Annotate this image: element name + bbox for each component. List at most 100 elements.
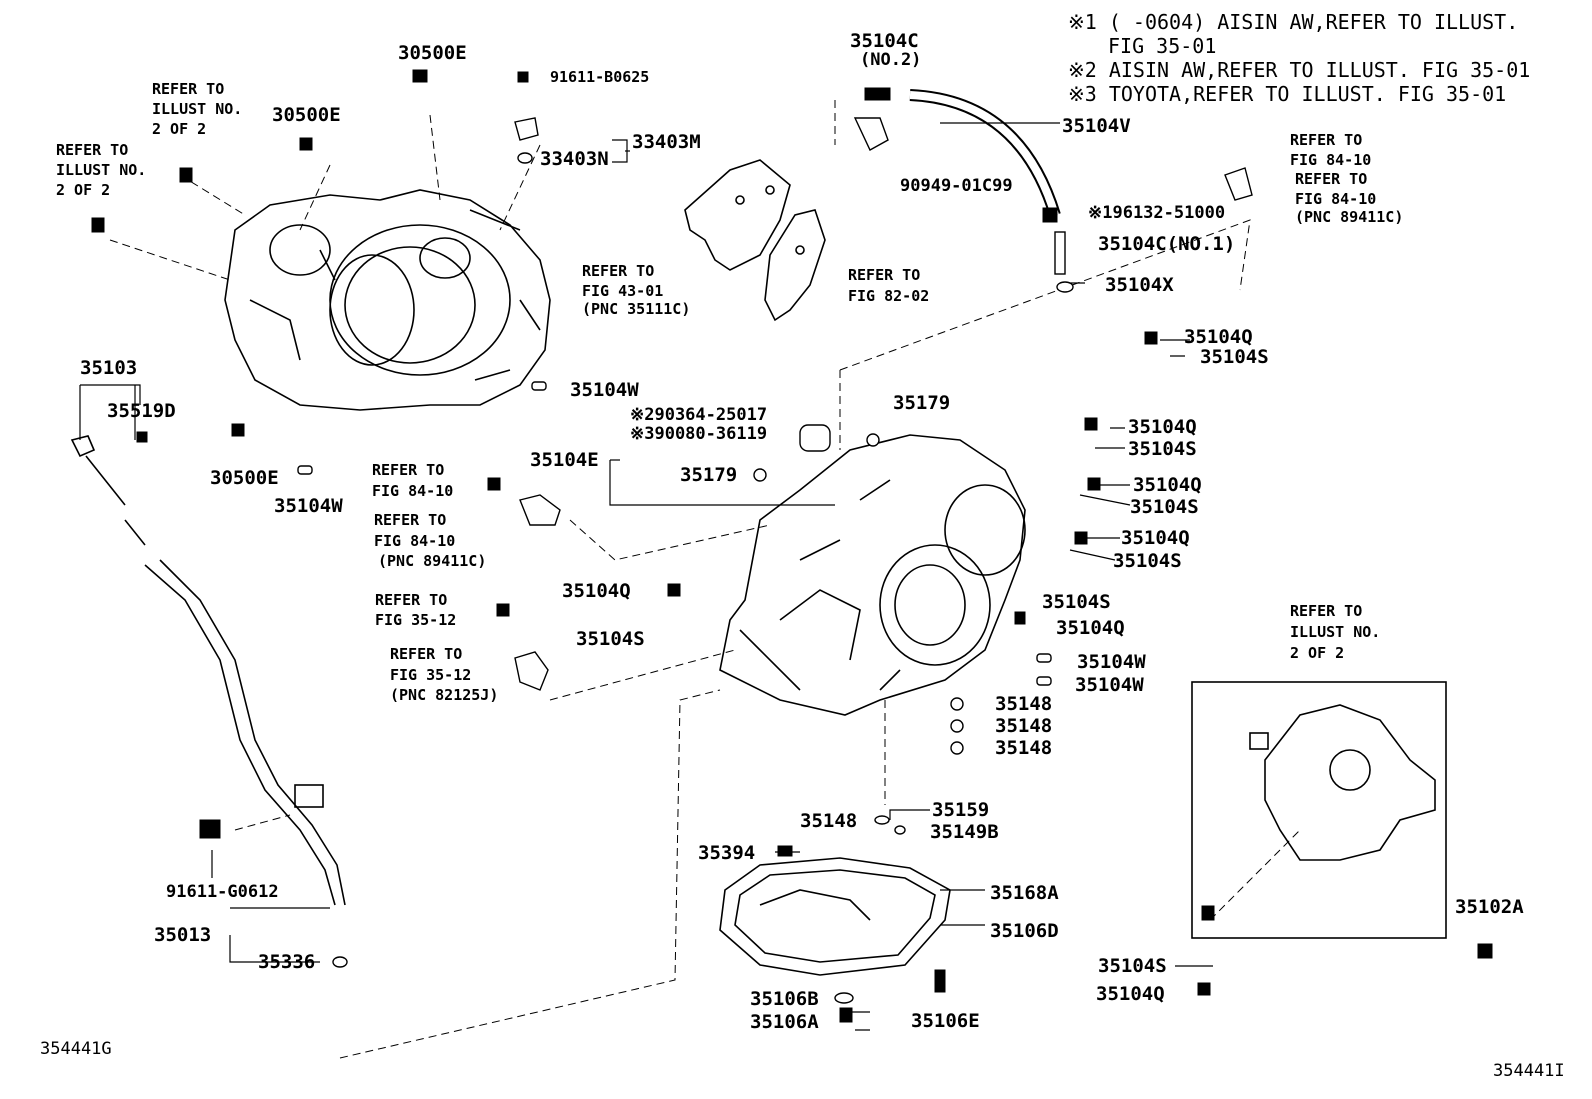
pin-icon <box>1036 653 1052 663</box>
bolt-icon <box>1477 943 1493 959</box>
refer-to-label: FIG 43-01 <box>582 282 664 300</box>
gasket-icon <box>834 992 854 1004</box>
part-label-35104s: 35104S <box>1130 496 1199 518</box>
part-label-35519d: 35519D <box>107 400 176 422</box>
part-label-196132-51000: ※196132-51000 <box>1088 203 1226 223</box>
oil-pan <box>719 857 951 976</box>
refer-to-label: REFER TO <box>1290 602 1363 620</box>
part-label-30500e: 30500E <box>210 467 279 489</box>
plug-icon <box>950 741 964 755</box>
refer-to-label: REFER TO <box>1290 131 1363 149</box>
refer-to-label: 2 OF 2 <box>1290 644 1345 662</box>
refer-to-label: FIG 84-10 <box>372 482 454 500</box>
refer-to-label: 2 OF 2 <box>56 181 111 199</box>
engine-mount <box>1249 704 1436 861</box>
part-label-90949-01c99: 90949-01C99 <box>900 176 1013 196</box>
bolt-icon <box>231 423 245 437</box>
part-label-35102a: 35102A <box>1455 896 1524 918</box>
part-label-91611-b0625: 91611-B0625 <box>550 68 650 86</box>
note-2: ※2 AISIN AW,REFER TO ILLUST. FIG 35-01 <box>1068 58 1531 82</box>
bolt-icon <box>517 71 529 83</box>
plug-icon <box>753 468 767 482</box>
part-label-35104x: 35104X <box>1105 274 1174 296</box>
part-label-35104q: 35104Q <box>1184 326 1253 348</box>
part-label-35103: 35103 <box>80 357 138 379</box>
part-label-35104q: 35104Q <box>1128 416 1197 438</box>
plug-icon <box>950 719 964 733</box>
bolt-icon <box>91 217 105 233</box>
part-label-35168a: 35168A <box>990 882 1059 904</box>
refer-to-label: REFER TO <box>390 645 463 663</box>
part-label-35104c-no1: 35104C(NO.1) <box>1098 233 1236 255</box>
part-label-35104c-no2: 35104C <box>850 30 919 52</box>
part-label-35104s: 35104S <box>1200 346 1269 368</box>
pin-icon <box>1036 676 1052 686</box>
part-label-35106b: 35106B <box>750 988 819 1010</box>
bracket-plate <box>684 159 826 322</box>
part-label-30500e: 30500E <box>398 42 467 64</box>
refer-to-label: REFER TO <box>374 511 447 529</box>
illustration-code: 354441G <box>40 1039 112 1059</box>
refer-to-label: 2 OF 2 <box>152 120 207 138</box>
transmission-case <box>719 434 1026 716</box>
refer-to-label: REFER TO <box>582 262 655 280</box>
part-label-35104s: 35104S <box>1128 438 1197 460</box>
part-label-35394: 35394 <box>698 842 756 864</box>
bolt-icon <box>412 69 428 83</box>
part-label-35104q: 35104Q <box>562 580 631 602</box>
pin-icon <box>531 381 547 391</box>
part-label-35104w: 35104W <box>274 495 343 517</box>
plug-icon <box>1197 982 1211 996</box>
plug-icon <box>1144 331 1158 345</box>
illustration-code: 354441I <box>1493 1061 1565 1081</box>
part-label-35104q: 35104Q <box>1056 617 1125 639</box>
bolt-icon <box>179 167 193 183</box>
o-ring-icon <box>1056 281 1074 293</box>
refer-to-label: REFER TO <box>375 591 448 609</box>
part-label-35148: 35148 <box>995 715 1053 737</box>
bolt-icon <box>487 477 501 491</box>
part-label-35104w: 35104W <box>1075 674 1144 696</box>
sensor-body-icon <box>1054 231 1066 275</box>
refer-to-label: ILLUST NO. <box>152 100 243 118</box>
drain-plug-icon <box>839 1007 853 1023</box>
part-label-30500e: 30500E <box>272 104 341 126</box>
part-label-35104v: 35104V <box>1062 115 1131 137</box>
note-3: ※3 TOYOTA,REFER TO ILLUST. FIG 35-01 <box>1068 82 1507 106</box>
bolt-icon <box>199 819 221 839</box>
plug-icon <box>866 433 880 447</box>
bracket-icon <box>514 117 539 141</box>
part-label-35104q: 35104Q <box>1121 527 1190 549</box>
part-label-35148: 35148 <box>995 693 1053 715</box>
refer-to-label: (PNC 89411C) <box>378 552 487 570</box>
refer-to-label: FIG 35-12 <box>390 666 472 684</box>
refer-to-label: FIG 84-10 <box>1290 151 1372 169</box>
o-ring-icon <box>332 956 348 968</box>
part-label-35104w: 35104W <box>570 379 639 401</box>
part-label-35104q: 35104Q <box>1096 983 1165 1005</box>
refer-to-label: (PNC 35111C) <box>582 300 691 318</box>
clip-icon <box>136 431 148 443</box>
part-label-35104s: 35104S <box>576 628 645 650</box>
part-label-35179: 35179 <box>680 464 738 486</box>
speed-sensor-icon <box>514 651 549 691</box>
plug-icon <box>1074 531 1088 545</box>
part-label-35106d: 35106D <box>990 920 1059 942</box>
dipstick <box>70 435 146 546</box>
part-label-35336: 35336 <box>258 951 316 973</box>
refer-to-label: REFER TO <box>372 461 445 479</box>
o-ring-icon <box>874 815 890 825</box>
refer-to-label: REFER TO <box>56 141 129 159</box>
bolt-icon <box>299 137 313 151</box>
part-label-35104e: 35104E <box>530 449 599 471</box>
part-label-35106a: 35106A <box>750 1011 819 1033</box>
part-label-35179: 35179 <box>893 392 951 414</box>
bushing-icon <box>799 424 831 452</box>
part-label-290364-25017: ※290364-25017 <box>630 405 768 425</box>
plug-icon <box>1084 417 1098 431</box>
part-label-35148: 35148 <box>995 737 1053 759</box>
transaxle-housing <box>224 189 551 411</box>
part-label-35104s: 35104S <box>1113 550 1182 572</box>
refer-to-label: FIG 84-10 <box>1295 190 1377 208</box>
part-label-33403n: 33403N <box>540 148 609 170</box>
